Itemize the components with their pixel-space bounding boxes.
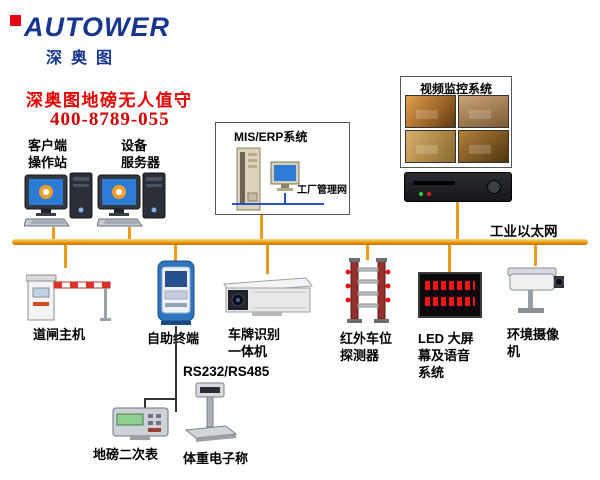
dvr-record-led (427, 192, 431, 196)
logo-text: AUTOWER (24, 12, 170, 42)
video-system-box: 视频监控系统 (400, 76, 512, 168)
phone-number: 400-8789-055 (50, 109, 170, 130)
server-computer-icon (96, 172, 169, 233)
meter-label: 地磅二次表 (93, 447, 159, 462)
logo-mark-icon (10, 15, 21, 26)
device-server-label: 设备 服务器 (121, 138, 161, 170)
wire-mis-erp (260, 215, 263, 239)
camera-snapshot (458, 95, 509, 128)
scale-label: 体重电子称 (183, 451, 249, 466)
wire-dvr (456, 202, 459, 239)
wire-barrier (64, 245, 67, 268)
video-system-title: 视频监控系统 (419, 82, 492, 96)
wire-serial-meter-drop (144, 398, 146, 408)
plate-camera-icon (222, 274, 314, 327)
led-text-row (425, 281, 475, 290)
logo-subtext: 深奥图 (46, 50, 122, 67)
serial-protocol-label: RS232/RS485 (183, 364, 270, 379)
wire-led (448, 245, 451, 272)
plate-camera-label: 车牌识别 一体机 (228, 327, 281, 359)
mis-erp-title: MIS/ERP系统 (234, 130, 308, 144)
wire-serial-horizontal (144, 398, 175, 400)
brand-logo: AUTOWER 深奥图 (10, 12, 170, 68)
infrared-detector-icon (344, 258, 392, 331)
camera-snapshot (405, 95, 456, 128)
ethernet-bus-label: 工业以太网 (490, 224, 558, 239)
env-camera-label: 环境摄像 机 (507, 327, 560, 359)
dvr-power-led (419, 192, 423, 196)
led-label: LED 大屏 幕及语音 系统 (418, 331, 474, 380)
dvr-disc-slot (413, 181, 455, 185)
led-text-row (425, 297, 475, 306)
wire-serial-vertical (175, 326, 177, 412)
infrared-label: 红外车位 探测器 (340, 331, 393, 363)
barrier-gate-icon (25, 268, 112, 329)
factory-net-drop-line (284, 193, 286, 203)
wire-client-computer (52, 227, 55, 239)
camera-snapshot (458, 130, 509, 163)
wire-kiosk (174, 245, 177, 262)
wire-env-camera (534, 245, 537, 266)
mis-erp-box: MIS/ERP系统 工厂管理网 (215, 122, 350, 215)
kiosk-label: 自助终端 (147, 331, 200, 346)
factory-net-label: 工厂管理网 (297, 185, 347, 196)
platform-scale-icon (182, 382, 238, 451)
dvr-icon (404, 172, 512, 202)
barrier-label: 道闸主机 (33, 327, 86, 342)
monitor-icon (270, 161, 302, 198)
led-screen-icon (418, 272, 482, 318)
wire-infrared (366, 245, 369, 260)
headline-title: 深奥图地磅无人值守 (26, 91, 193, 110)
factory-net-line (232, 203, 324, 205)
weighing-indicator-icon (112, 406, 170, 449)
env-camera-icon (502, 264, 576, 327)
ethernet-bus (12, 239, 588, 245)
wire-server-computer (128, 227, 131, 239)
kiosk-icon (152, 260, 200, 331)
server-tower-icon (236, 147, 262, 218)
wire-plate-camera (266, 245, 269, 274)
client-computer-icon (23, 172, 96, 233)
client-station-label: 客户端 操作站 (28, 138, 68, 170)
camera-snapshot (405, 130, 456, 163)
dvr-knob (487, 180, 501, 194)
